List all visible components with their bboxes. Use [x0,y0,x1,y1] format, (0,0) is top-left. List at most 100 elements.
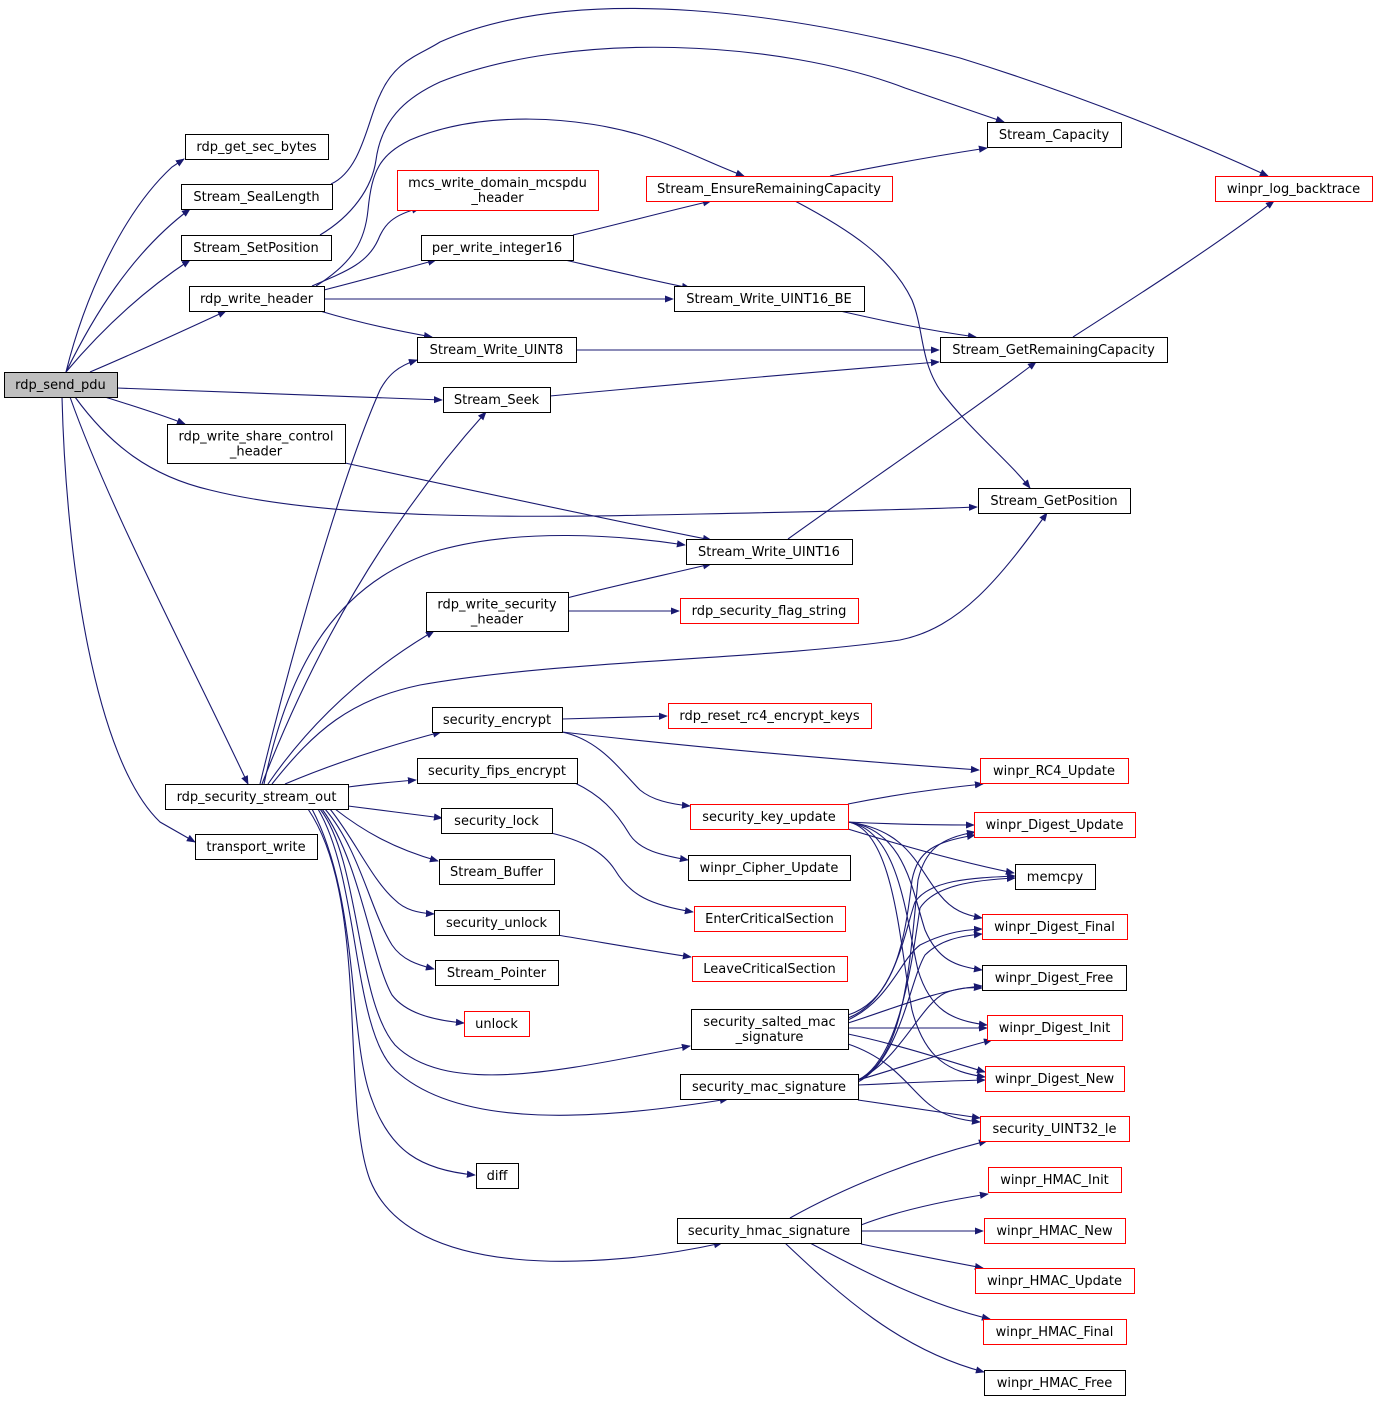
node-memcpy[interactable]: memcpy [1015,864,1096,890]
node-transport_write[interactable]: transport_write [195,834,318,860]
node-Stream_Seek[interactable]: Stream_Seek [443,387,551,413]
node-label: winpr_HMAC_Free [997,1376,1112,1391]
edge-rdp_security_stream_out-to-security_fips_encrypt [347,777,417,788]
node-winpr_Digest_New[interactable]: winpr_Digest_New [985,1066,1125,1092]
node-winpr_Digest_Update[interactable]: winpr_Digest_Update [974,812,1136,838]
node-Stream_GetPosition[interactable]: Stream_GetPosition [978,488,1131,514]
node-Stream_Write_UINT8[interactable]: Stream_Write_UINT8 [417,337,577,363]
node-winpr_Digest_Final[interactable]: winpr_Digest_Final [982,914,1128,940]
node-box [434,910,560,936]
node-label: security_salted_mac [703,1015,835,1030]
edge-path [65,259,191,373]
edge-path [267,630,435,785]
node-label: winpr_HMAC_Final [996,1325,1114,1340]
node-Stream_Pointer[interactable]: Stream_Pointer [435,960,559,986]
node-security_fips_encrypt[interactable]: security_fips_encrypt [417,758,578,784]
edge-Stream_SetPosition-to-Stream_Capacity [319,46,1005,236]
node-rdp_write_share_control_header[interactable]: rdp_write_share_control_header [167,424,346,464]
edge-rdp_security_stream_out-to-security_encrypt [284,730,442,785]
node-rdp_write_security_header[interactable]: rdp_write_security_header [426,592,569,632]
edge-security_unlock-to-LeaveCriticalSection [556,934,692,960]
node-winpr_Cipher_Update[interactable]: winpr_Cipher_Update [688,855,851,881]
node-box [646,176,893,202]
node-winpr_log_backtrace[interactable]: winpr_log_backtrace [1215,176,1373,202]
edge-rdp_write_security_header-to-Stream_Write_UINT16 [566,562,712,599]
node-security_encrypt[interactable]: security_encrypt [432,707,563,733]
node-security_mac_signature[interactable]: security_mac_signature [680,1074,859,1100]
node-winpr_HMAC_Free[interactable]: winpr_HMAC_Free [984,1370,1126,1396]
edge-path [315,118,745,287]
node-label: Stream_Capacity [999,128,1110,143]
node-label: rdp_write_header [200,292,314,307]
node-rdp_reset_rc4_encrypt_keys[interactable]: rdp_reset_rc4_encrypt_keys [668,703,872,729]
node-winpr_HMAC_New[interactable]: winpr_HMAC_New [984,1218,1126,1244]
edge-security_key_update-to-winpr_Digest_Init [847,821,988,1028]
edge-Stream_SealLength-to-winpr_log_backtrace [330,7,1269,185]
node-EnterCriticalSection[interactable]: EnterCriticalSection [694,906,846,932]
edge-security_key_update-to-winpr_Digest_New [847,821,986,1080]
node-rdp_security_flag_string[interactable]: rdp_security_flag_string [680,598,859,624]
node-Stream_Capacity[interactable]: Stream_Capacity [987,122,1122,148]
node-Stream_EnsureRemainingCapacity[interactable]: Stream_EnsureRemainingCapacity [646,176,893,202]
node-Stream_SealLength[interactable]: Stream_SealLength [181,184,333,210]
node-rdp_security_stream_out[interactable]: rdp_security_stream_out [165,784,349,810]
edge-security_mac_signature-to-winpr_Digest_New [857,1076,986,1086]
edge-path [847,821,975,829]
node-winpr_Digest_Init[interactable]: winpr_Digest_Init [987,1015,1123,1041]
node-box [441,808,553,834]
node-label: winpr_Digest_New [995,1072,1115,1087]
node-Stream_Write_UINT16[interactable]: Stream_Write_UINT16 [686,539,853,565]
edge-security_hmac_signature-to-winpr_HMAC_Final [809,1242,991,1321]
node-label: security_fips_encrypt [428,764,566,779]
node-box [165,784,349,810]
node-security_unlock[interactable]: security_unlock [434,910,560,936]
edge-path [61,396,196,843]
node-Stream_SetPosition[interactable]: Stream_SetPosition [181,235,332,261]
node-label: security_key_update [702,810,835,825]
node-winpr_RC4_Update[interactable]: winpr_RC4_Update [980,758,1129,784]
edge-security_mac_signature-to-security_UINT32_le [857,1099,981,1121]
edge-rdp_send_pdu-to-Stream_Seek [116,387,443,404]
node-box [668,703,872,729]
node-winpr_HMAC_Update[interactable]: winpr_HMAC_Update [975,1268,1135,1294]
edge-path [566,562,712,599]
node-security_hmac_signature[interactable]: security_hmac_signature [677,1218,862,1244]
node-winpr_Digest_Free[interactable]: winpr_Digest_Free [982,965,1127,991]
edge-path [857,1038,993,1081]
node-Stream_Buffer[interactable]: Stream_Buffer [439,859,555,885]
node-diff[interactable]: diff [476,1163,519,1189]
edge-rdp_write_header-to-per_write_integer16 [323,258,437,291]
node-Stream_Write_UINT16_BE[interactable]: Stream_Write_UINT16_BE [674,286,865,312]
edge-rdp_send_pdu-to-Stream_GetPosition [74,396,978,517]
node-LeaveCriticalSection[interactable]: LeaveCriticalSection [692,956,848,982]
node-box [443,387,551,413]
edge-path [860,1243,984,1271]
node-security_salted_mac_signature[interactable]: security_salted_mac_signature [691,1009,849,1050]
node-security_UINT32_le[interactable]: security_UINT32_le [980,1116,1130,1142]
node-label: Stream_Write_UINT16 [698,545,840,560]
edge-path [847,1043,981,1125]
edge-rdp_security_stream_out-to-Stream_GetPosition [271,512,1048,785]
edge-rdp_send_pdu-to-rdp_security_stream_out [69,396,249,785]
node-box [940,337,1168,363]
node-per_write_integer16[interactable]: per_write_integer16 [421,235,574,261]
edge-path [572,199,712,236]
node-label: winpr_Digest_Init [999,1021,1111,1036]
node-label: winpr_HMAC_New [996,1224,1113,1239]
node-unlock[interactable]: unlock [464,1011,530,1037]
edge-path [809,1242,991,1321]
edge-path [311,206,421,287]
node-security_lock[interactable]: security_lock [441,808,553,834]
node-mcs_write_domain_mcspdu_header[interactable]: mcs_write_domain_mcspdu_header [397,170,599,211]
node-box [421,235,574,261]
node-rdp_get_sec_bytes[interactable]: rdp_get_sec_bytes [185,134,329,160]
edge-rdp_security_stream_out-to-Stream_Write_UINT8 [259,359,418,785]
edge-security_mac_signature-to-winpr_Digest_Update [857,829,976,1081]
edge-rdp_security_stream_out-to-Stream_Seek [261,411,487,785]
node-box [980,1116,1130,1142]
node-winpr_HMAC_Final[interactable]: winpr_HMAC_Final [983,1319,1127,1345]
node-security_key_update[interactable]: security_key_update [690,804,849,830]
node-winpr_HMAC_Init[interactable]: winpr_HMAC_Init [988,1167,1122,1193]
node-rdp_write_header[interactable]: rdp_write_header [189,286,325,312]
node-Stream_GetRemainingCapacity[interactable]: Stream_GetRemainingCapacity [940,337,1168,363]
